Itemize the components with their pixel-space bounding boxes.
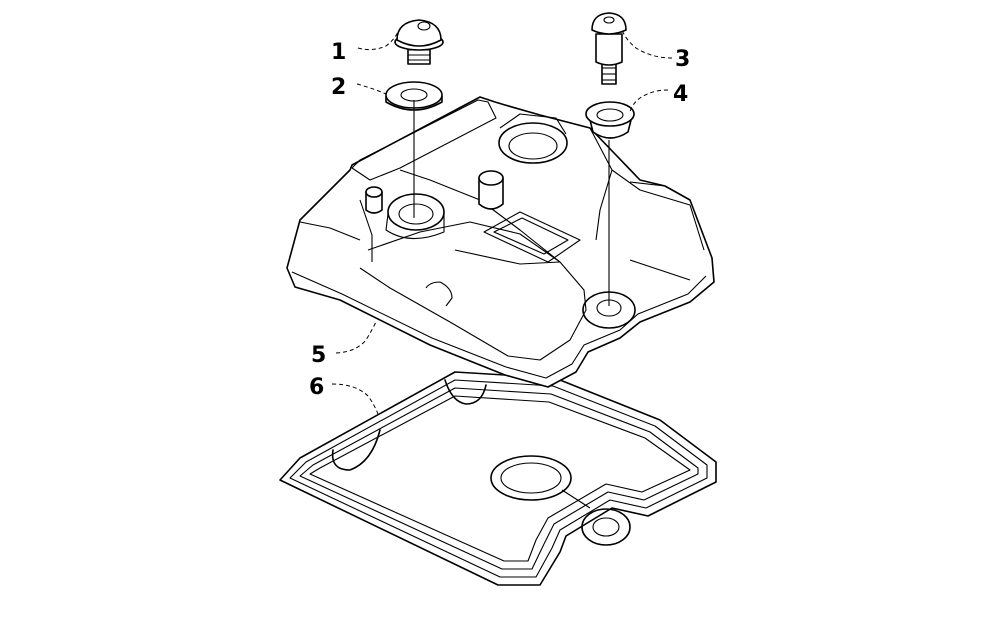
alignment-lines (413, 100, 610, 306)
callout-4: 4 (673, 82, 688, 107)
shoulder-bolt-3 (591, 12, 627, 85)
callout-5: 5 (311, 343, 326, 368)
leader-lines (331, 29, 673, 415)
washer-2 (385, 81, 443, 111)
grommet-4 (585, 101, 635, 139)
callout-labels: 1 2 3 4 5 6 (309, 40, 690, 400)
valve-cover-gasket (279, 371, 717, 586)
bolt-1 (394, 19, 444, 65)
callout-3: 3 (675, 47, 690, 72)
callout-6: 6 (309, 375, 324, 400)
valve-cover (286, 96, 715, 388)
callout-2: 2 (331, 75, 346, 100)
callout-1: 1 (331, 40, 346, 65)
